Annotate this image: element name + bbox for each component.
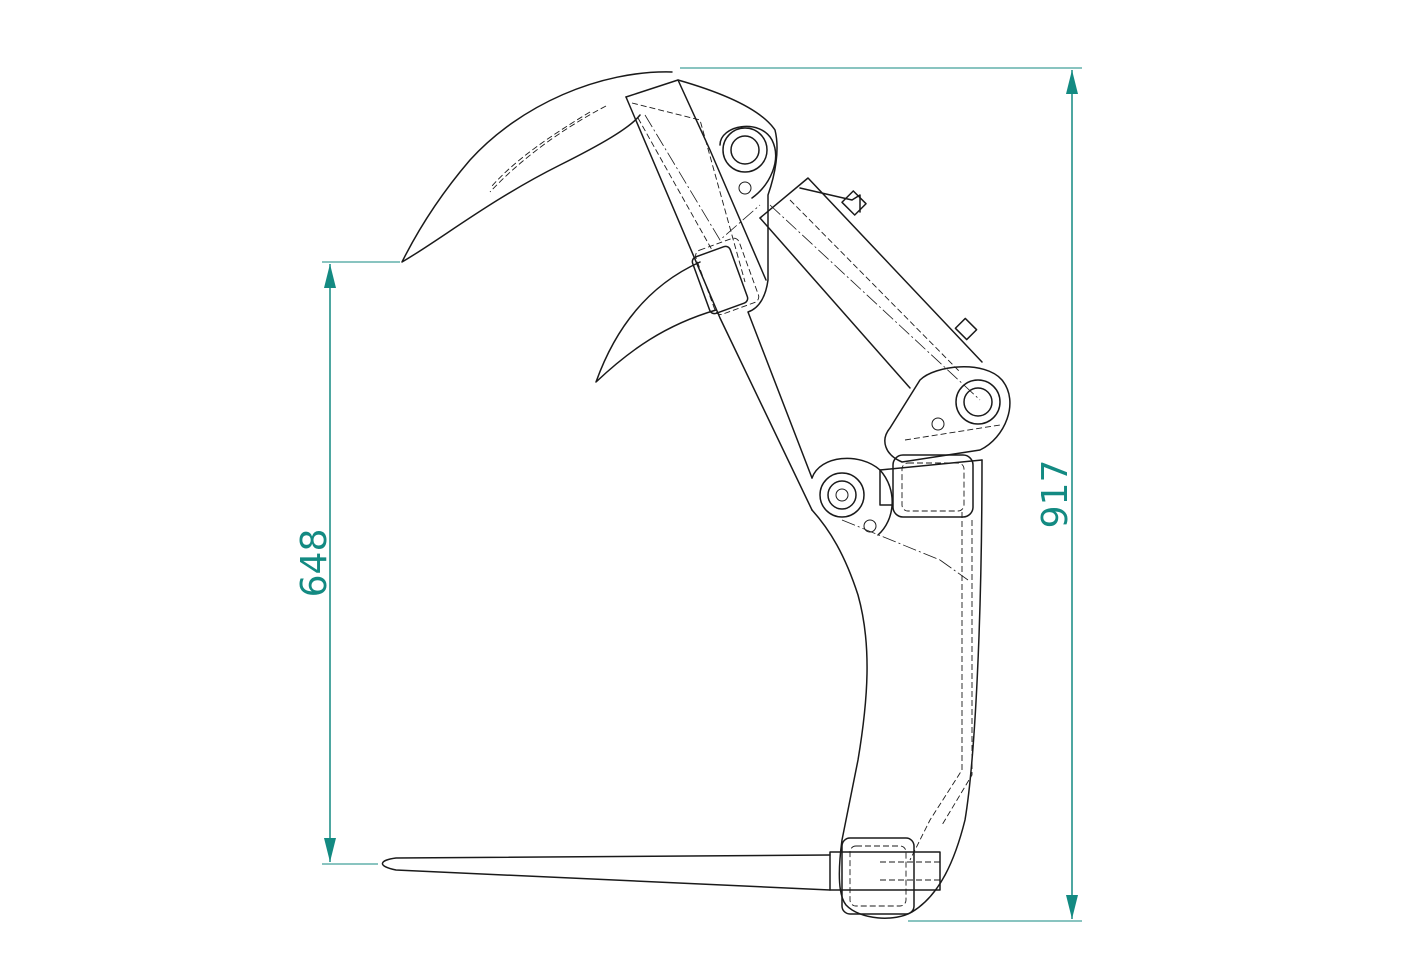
arrow-down-icon — [324, 838, 336, 862]
upper-claw-tine — [401, 71, 673, 263]
top-pivot — [719, 125, 777, 199]
tine-height-label: 648 — [294, 529, 335, 598]
arrow-down-icon — [1066, 895, 1078, 919]
arrow-up-icon — [1066, 70, 1078, 94]
total-height-dimension: 917 — [680, 67, 1082, 922]
tine-height-dimension: 648 — [294, 261, 400, 865]
lower-frame — [811, 454, 983, 919]
upper-arm — [625, 79, 813, 511]
total-height-label: 917 — [1035, 460, 1076, 529]
cylinder-pivot-lug — [884, 366, 1011, 463]
secondary-claw-tine — [595, 261, 717, 383]
arrow-up-icon — [324, 264, 336, 288]
hydraulic-cylinder — [759, 177, 983, 401]
bottom-fork — [381, 837, 941, 915]
main-pivot — [811, 457, 941, 561]
